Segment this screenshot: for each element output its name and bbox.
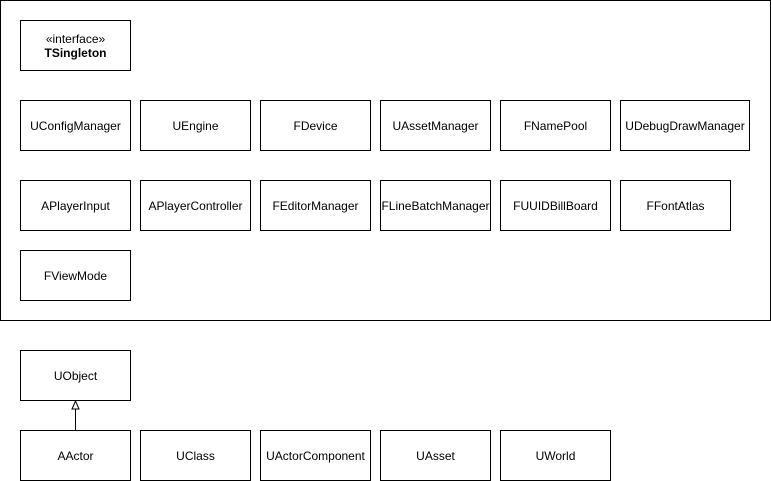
- class-box-uasset[interactable]: UAsset: [380, 430, 491, 481]
- class-box-uconfigmanager[interactable]: UConfigManager: [20, 100, 131, 151]
- interface-name: TSingleton: [44, 45, 107, 60]
- class-box-fdevice[interactable]: FDevice: [260, 100, 371, 151]
- class-box-aplayerinput[interactable]: APlayerInput: [20, 180, 131, 231]
- class-box-fnamepool[interactable]: FNamePool: [500, 100, 611, 151]
- class-box-aplayercontroller[interactable]: APlayerController: [140, 180, 251, 231]
- tsingleton-interface-box[interactable]: «interface» TSingleton: [20, 20, 131, 71]
- class-box-ffontatlas[interactable]: FFontAtlas: [620, 180, 731, 231]
- class-box-flinebatchmanager[interactable]: FLineBatchManager: [380, 180, 491, 231]
- class-box-aactor[interactable]: AActor: [20, 430, 131, 481]
- class-box-uobject[interactable]: UObject: [20, 350, 131, 401]
- interface-stereotype: «interface»: [45, 31, 106, 46]
- class-box-fuuidbillboard[interactable]: FUUIDBillBoard: [500, 180, 611, 231]
- inheritance-arrowhead: [71, 399, 80, 410]
- class-box-udebugdrawmanager[interactable]: UDebugDrawManager: [620, 100, 750, 151]
- class-box-fviewmode[interactable]: FViewMode: [20, 250, 131, 301]
- class-box-uengine[interactable]: UEngine: [140, 100, 251, 151]
- class-box-uworld[interactable]: UWorld: [500, 430, 611, 481]
- class-box-feditormanager[interactable]: FEditorManager: [260, 180, 371, 231]
- class-box-uassetmanager[interactable]: UAssetManager: [380, 100, 491, 151]
- class-box-uclass[interactable]: UClass: [140, 430, 251, 481]
